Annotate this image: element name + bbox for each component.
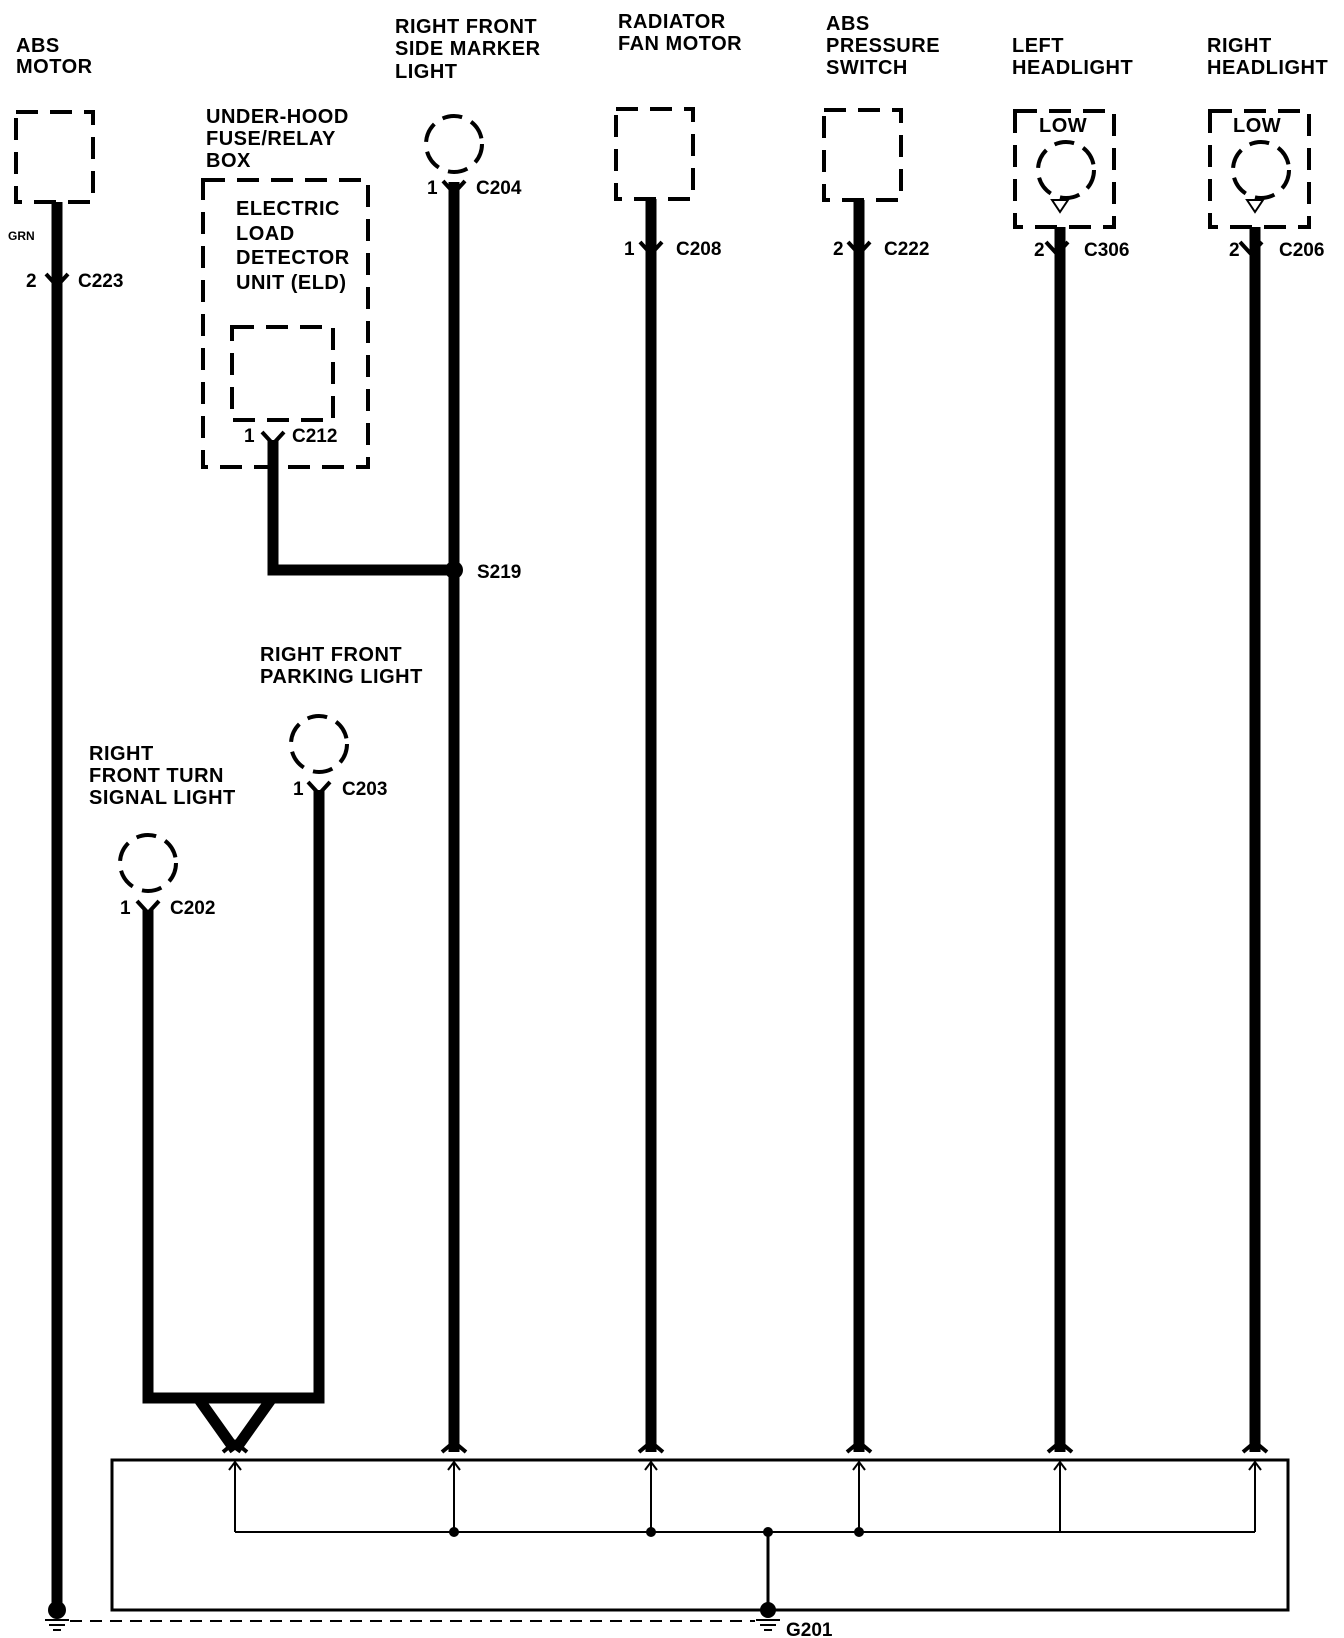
side-marker-label-3: LIGHT (395, 61, 458, 83)
side-marker-pin: 1 (427, 178, 438, 199)
parking-light-label-2: PARKING LIGHT (260, 666, 423, 688)
terminal-3 (637, 1439, 665, 1454)
fan-motor-label-1: RADIATOR (618, 11, 726, 33)
left-headlight-label-1: LEFT (1012, 35, 1064, 57)
merge-wire (230, 1392, 319, 1454)
side-marker-connector: C204 (476, 178, 522, 199)
turn-signal-light: RIGHT FRONT TURN SIGNAL LIGHT 1 C202 (89, 743, 236, 919)
pressure-switch-pin: 2 (833, 239, 844, 260)
radiator-fan-motor: RADIATOR FAN MOTOR 1 C208 (614, 11, 742, 260)
bus-node-4 (854, 1527, 864, 1537)
turn-signal-pin: 1 (120, 898, 131, 919)
parking-light-pin: 1 (293, 779, 304, 800)
right-headlight-label-2: HEADLIGHT (1207, 57, 1328, 79)
pressure-switch-label-2: PRESSURE (826, 35, 940, 57)
abs-motor-wire-color: GRN (8, 229, 35, 243)
right-headlight: RIGHT HEADLIGHT LOW 2 C206 (1207, 35, 1328, 261)
ground-g201-dot (760, 1602, 776, 1618)
turn-signal-label-3: SIGNAL LIGHT (89, 787, 236, 809)
turn-signal-label-1: RIGHT (89, 743, 154, 765)
abs-pressure-switch: ABS PRESSURE SWITCH 2 C222 (822, 13, 940, 260)
eld-label-4: UNIT (ELD) (236, 272, 347, 294)
eld-connector: C212 (292, 426, 337, 447)
terminal-1 (221, 1439, 249, 1454)
abs-motor-label-2: MOTOR (16, 56, 93, 78)
side-marker-bulb (424, 114, 484, 174)
pressure-switch-label-3: SWITCH (826, 57, 908, 79)
turn-signal-label-2: FRONT TURN (89, 765, 224, 787)
splice-label: S219 (477, 562, 521, 583)
bus-arrow-2 (447, 1460, 461, 1471)
right-headlight-low: LOW (1233, 115, 1281, 137)
fan-motor-box (614, 107, 695, 201)
eld-box (230, 325, 335, 422)
right-headlight-connector: C206 (1279, 240, 1324, 261)
side-marker-label-1: RIGHT FRONT (395, 16, 537, 38)
bus-arrow-4 (852, 1460, 866, 1471)
left-headlight-label-2: HEADLIGHT (1012, 57, 1133, 79)
parking-light-label-1: RIGHT FRONT (260, 644, 402, 666)
right-headlight-bulb (1231, 140, 1291, 200)
wires: S219 (44, 179, 1269, 1610)
eld-label-3: DETECTOR (236, 247, 350, 269)
eld-label-2: LOAD (236, 223, 295, 245)
left-headlight-arrow (1050, 199, 1070, 214)
abs-ground-dot (48, 1601, 66, 1619)
parking-light-wire (187, 790, 325, 1454)
pressure-switch-box (822, 108, 903, 202)
splice-s219-dot (445, 561, 463, 579)
abs-motor-label-1: ABS (16, 35, 60, 57)
abs-motor-connector: C223 (78, 271, 123, 292)
bus-arrow-3 (644, 1460, 658, 1471)
fuse-box-label-2: FUSE/RELAY (206, 128, 336, 150)
terminal-5 (1046, 1439, 1074, 1454)
right-headlight-arrow (1245, 199, 1265, 214)
parking-light: RIGHT FRONT PARKING LIGHT 1 C203 (260, 644, 423, 800)
turn-signal-connector: C202 (170, 898, 215, 919)
fuse-relay-box: UNDER-HOOD FUSE/RELAY BOX ELECTRIC LOAD … (201, 106, 370, 469)
left-headlight: LEFT HEADLIGHT LOW 2 C306 (1012, 35, 1133, 261)
side-marker-label-2: SIDE MARKER (395, 38, 541, 60)
bus-node-1 (449, 1527, 459, 1537)
pressure-switch-label-1: ABS (826, 13, 870, 35)
terminal-4 (845, 1439, 873, 1454)
terminal-6 (1241, 1439, 1269, 1454)
eld-label-1: ELECTRIC (236, 198, 340, 220)
turn-signal-wire (142, 910, 198, 1404)
eld-wire (267, 440, 454, 576)
right-headlight-label-1: RIGHT (1207, 35, 1272, 57)
side-marker-light: RIGHT FRONT SIDE MARKER LIGHT 1 C204 (395, 16, 541, 199)
fuse-box-label-3: BOX (206, 150, 251, 172)
parking-light-connector: C203 (342, 779, 387, 800)
eld-pin: 1 (244, 426, 255, 447)
bus-node-2 (646, 1527, 656, 1537)
left-headlight-bulb (1036, 140, 1096, 200)
bus-arrow-5 (1053, 1460, 1067, 1471)
right-headlight-pin: 2 (1229, 240, 1240, 261)
abs-motor-pin: 2 (26, 271, 37, 292)
fan-motor-label-2: FAN MOTOR (618, 33, 742, 55)
abs-motor-box (14, 110, 95, 204)
ground-label: G201 (786, 1620, 833, 1638)
turn-signal-bulb (118, 833, 178, 893)
pressure-switch-connector: C222 (884, 239, 929, 260)
ground-symbols: G201 (45, 1601, 833, 1638)
fan-motor-connector: C208 (676, 239, 721, 260)
bus-arrow-6 (1248, 1460, 1262, 1471)
parking-light-bulb (289, 714, 349, 774)
ground-distribution-box (110, 1458, 1290, 1618)
left-headlight-connector: C306 (1084, 240, 1129, 261)
left-headlight-pin: 2 (1034, 240, 1045, 261)
fan-motor-pin: 1 (624, 239, 635, 260)
abs-motor: ABS MOTOR GRN 2 C223 (8, 35, 123, 292)
left-headlight-low: LOW (1039, 115, 1087, 137)
terminal-2 (440, 1439, 468, 1454)
bus-arrow-1 (228, 1460, 242, 1471)
ground-box-outline (110, 1458, 1290, 1612)
fuse-box-label-1: UNDER-HOOD (206, 106, 349, 128)
